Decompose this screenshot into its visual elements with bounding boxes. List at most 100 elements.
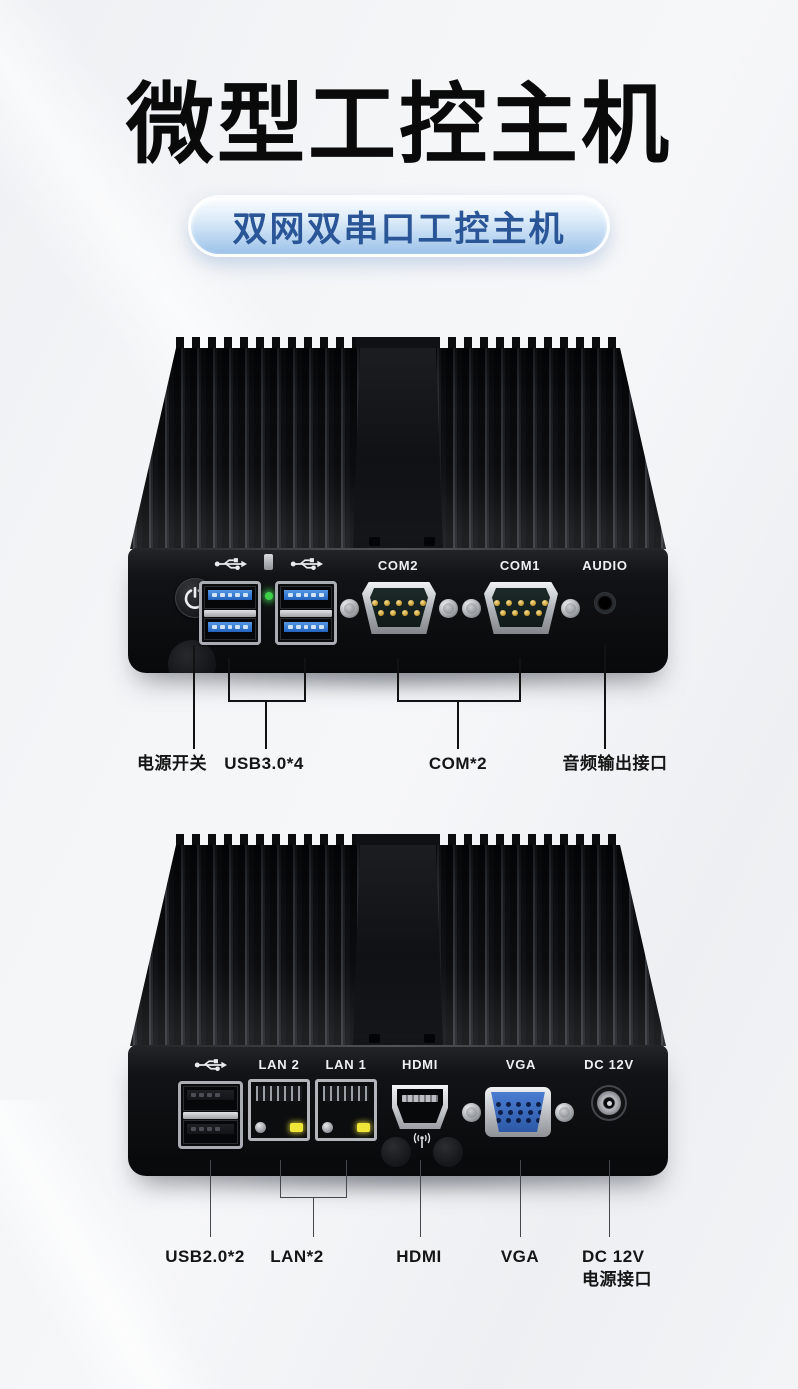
callout-label-hdmi: HDMI bbox=[396, 1247, 442, 1266]
audio-jack[interactable] bbox=[594, 592, 616, 614]
vga-socket bbox=[491, 1092, 545, 1132]
dsub-screw bbox=[555, 1102, 574, 1122]
callout-label-dc: DC 12V 电源接口 bbox=[582, 1246, 702, 1292]
lan1-port[interactable] bbox=[315, 1079, 377, 1141]
usb3-port[interactable] bbox=[280, 586, 332, 609]
lan2-port-label: LAN 2 bbox=[258, 1057, 300, 1072]
callout-line-com-stem bbox=[457, 702, 459, 749]
callout-line-usb2 bbox=[210, 1160, 211, 1237]
callout-line-lan-left bbox=[280, 1160, 281, 1198]
vga-port-label: VGA bbox=[505, 1057, 537, 1072]
dsub-pins bbox=[492, 588, 550, 627]
com2-port-label: COM2 bbox=[377, 558, 419, 573]
hdmi-pins bbox=[402, 1095, 438, 1102]
audio-port-label: AUDIO bbox=[582, 558, 628, 573]
usb-icon bbox=[194, 1059, 227, 1072]
rj45-led-yellow bbox=[290, 1123, 303, 1132]
dc-power-jack[interactable] bbox=[591, 1085, 627, 1121]
callout-line-hdmi bbox=[420, 1160, 421, 1237]
rear-heatsink-center-channel-top bbox=[356, 834, 440, 846]
usb-icon bbox=[290, 558, 323, 571]
hdmi-port-label: HDMI bbox=[401, 1057, 439, 1072]
callout-line-lan-bridge bbox=[280, 1197, 347, 1198]
com1-port-label: COM1 bbox=[499, 558, 541, 573]
usb3-port[interactable] bbox=[204, 617, 256, 640]
callout-line-lan-stem bbox=[313, 1198, 314, 1237]
callout-line-power bbox=[193, 645, 195, 749]
subtitle-badge: 双网双串口工控主机 bbox=[188, 195, 610, 257]
callout-label-dc-line1: DC 12V bbox=[582, 1247, 645, 1266]
usb-icon bbox=[214, 558, 247, 571]
usb2-port-stack[interactable] bbox=[178, 1081, 243, 1149]
page-title: 微型工控主机 bbox=[125, 75, 672, 174]
dc-jack-pin bbox=[606, 1100, 612, 1106]
callout-line-com-left bbox=[397, 658, 399, 702]
callout-line-com-bridge bbox=[397, 700, 521, 702]
callout-label-com: COM*2 bbox=[428, 754, 488, 773]
antenna-hole-plug bbox=[381, 1137, 411, 1167]
callout-line-vga bbox=[520, 1160, 521, 1237]
callout-label-power: 电源开关 bbox=[137, 754, 207, 773]
callout-label-dc-line2: 电源接口 bbox=[582, 1269, 652, 1289]
vga-port[interactable] bbox=[462, 1087, 574, 1137]
front-heatsink-center-channel-top bbox=[356, 337, 440, 349]
rj45-led-yellow bbox=[357, 1123, 370, 1132]
callout-label-vga: VGA bbox=[500, 1247, 540, 1266]
rj45-led-left bbox=[255, 1122, 266, 1133]
callout-line-usb-bridge bbox=[228, 700, 306, 702]
hdmi-port[interactable] bbox=[392, 1085, 448, 1129]
heatsink-notch bbox=[369, 537, 380, 546]
callout-label-usb3: USB3.0*4 bbox=[224, 754, 304, 773]
usb3-port-stack-1[interactable] bbox=[199, 581, 261, 645]
hdd-led-icon bbox=[264, 554, 273, 570]
status-led bbox=[265, 592, 273, 600]
vga-shell bbox=[485, 1087, 551, 1137]
callout-label-audio: 音频输出接口 bbox=[562, 754, 668, 773]
callout-label-lan: LAN*2 bbox=[270, 1247, 324, 1266]
usb-stack-divider bbox=[280, 609, 332, 617]
heatsink-notch bbox=[424, 537, 435, 546]
rj45-led-left bbox=[322, 1122, 333, 1133]
dsub-screw bbox=[439, 598, 458, 618]
callout-line-com-right bbox=[519, 658, 521, 702]
dsub-screw bbox=[462, 1102, 481, 1122]
wifi-antenna-icon bbox=[413, 1132, 431, 1148]
callout-line-usb-right bbox=[304, 658, 306, 702]
callout-line-audio bbox=[604, 645, 606, 749]
front-heatsink-center-channel bbox=[353, 348, 443, 549]
dsub-pins bbox=[370, 588, 428, 627]
usb-stack-divider bbox=[204, 609, 256, 617]
dc-port-label: DC 12V bbox=[584, 1057, 634, 1072]
com1-serial-port[interactable] bbox=[462, 582, 580, 634]
rj45-pins bbox=[256, 1086, 302, 1101]
hdmi-cavity bbox=[397, 1089, 443, 1123]
rear-heatsink-center-channel bbox=[353, 845, 443, 1046]
dsub-screw bbox=[340, 598, 359, 618]
callout-label-usb2: USB2.0*2 bbox=[165, 1247, 245, 1266]
usb3-port[interactable] bbox=[204, 586, 256, 609]
heatsink-notch bbox=[424, 1034, 435, 1043]
subtitle-badge-label: 双网双串口工控主机 bbox=[232, 209, 566, 249]
callout-line-usb-left bbox=[228, 658, 230, 702]
rear-io-panel: LAN 2 LAN 1 HDMI bbox=[128, 1045, 668, 1176]
callout-line-lan-right bbox=[346, 1160, 347, 1198]
front-io-panel: COM2 COM1 bbox=[128, 548, 668, 673]
com2-serial-port[interactable] bbox=[340, 582, 458, 634]
dsub-screw bbox=[462, 598, 481, 618]
usb2-port[interactable] bbox=[183, 1119, 238, 1144]
usb3-port[interactable] bbox=[280, 617, 332, 640]
rear-heatsink bbox=[130, 845, 666, 1046]
lan1-port-label: LAN 1 bbox=[325, 1057, 367, 1072]
antenna-hole-plug bbox=[168, 640, 216, 673]
antenna-hole-plug bbox=[433, 1137, 463, 1167]
front-heatsink bbox=[130, 348, 666, 549]
rj45-pins bbox=[323, 1086, 369, 1101]
callout-line-usb-stem bbox=[265, 702, 267, 749]
usb3-port-stack-2[interactable] bbox=[275, 581, 337, 645]
usb-stack-divider bbox=[183, 1111, 238, 1119]
callout-line-dc bbox=[609, 1160, 610, 1237]
lan2-port[interactable] bbox=[248, 1079, 310, 1141]
usb2-port[interactable] bbox=[183, 1086, 238, 1111]
dsub-screw bbox=[561, 598, 580, 618]
